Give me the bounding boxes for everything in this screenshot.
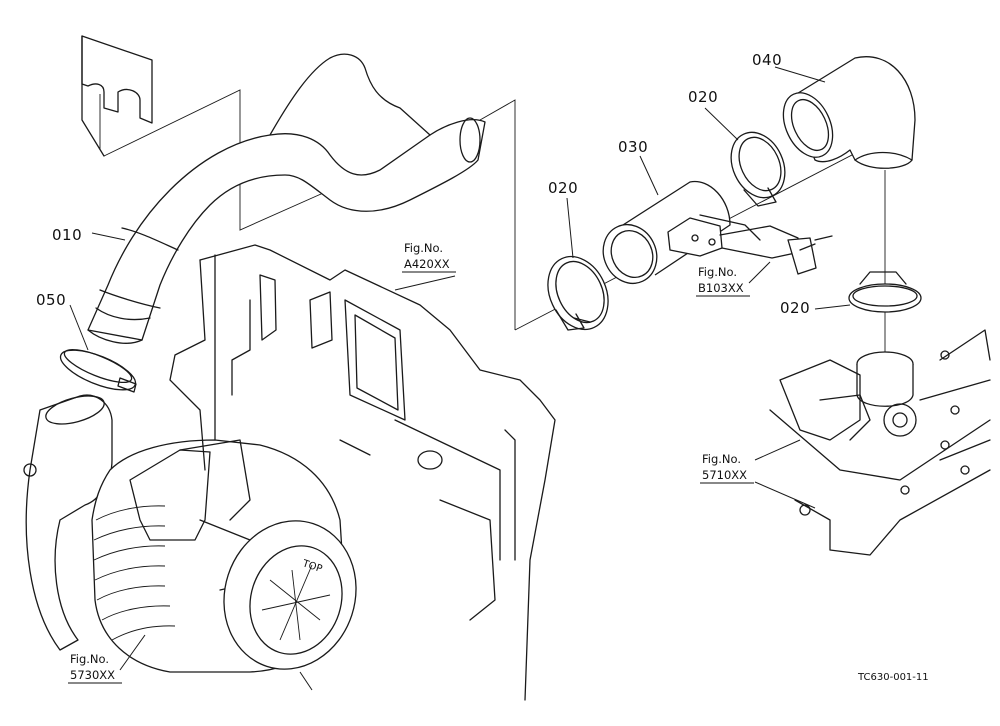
- air-cleaner-assembly: [23, 394, 357, 673]
- part-number-030: 030: [618, 138, 648, 156]
- intake-manifold: [769, 329, 991, 556]
- svg-text:B103XX: B103XX: [698, 281, 744, 295]
- part-number-020-upper: 020: [688, 88, 718, 106]
- hose-clamp-020-right: [848, 271, 922, 313]
- part-number-020-right: 020: [780, 299, 810, 317]
- part-number-020-left: 020: [548, 179, 578, 197]
- svg-text:Fig.No.: Fig.No.: [404, 241, 443, 255]
- fig-ref-5710xx: Fig.No. 5710XX: [700, 452, 754, 484]
- svg-text:Fig.No.: Fig.No.: [70, 652, 109, 666]
- svg-text:5710XX: 5710XX: [702, 468, 747, 482]
- frame-panel: [169, 244, 556, 701]
- intake-tube: [602, 180, 761, 284]
- hose-clamp-050: [59, 348, 137, 393]
- diagram-code: TC630-001-11: [857, 672, 929, 683]
- bracket-part: [81, 35, 153, 157]
- hose-clamp-020-upper: [730, 131, 786, 207]
- fig-ref-b103xx: Fig.No. B103XX: [696, 265, 750, 297]
- part-number-010: 010: [52, 226, 82, 244]
- svg-text:5730XX: 5730XX: [70, 668, 115, 682]
- part-number-040: 040: [752, 51, 782, 69]
- airflow-sensor: [667, 217, 833, 275]
- air-hose: [87, 53, 486, 344]
- part-number-050: 050: [36, 291, 66, 309]
- fig-ref-5730xx: Fig.No. 5730XX: [68, 652, 122, 684]
- svg-text:Fig.No.: Fig.No.: [698, 265, 737, 279]
- fig-ref-a420xx: Fig.No. A420XX: [402, 241, 456, 273]
- svg-text:A420XX: A420XX: [404, 257, 450, 271]
- construction-line: [479, 99, 516, 330]
- hose-clamp-020-left: [547, 255, 609, 331]
- svg-text:Fig.No.: Fig.No.: [702, 452, 741, 466]
- elbow-hose: [782, 56, 916, 169]
